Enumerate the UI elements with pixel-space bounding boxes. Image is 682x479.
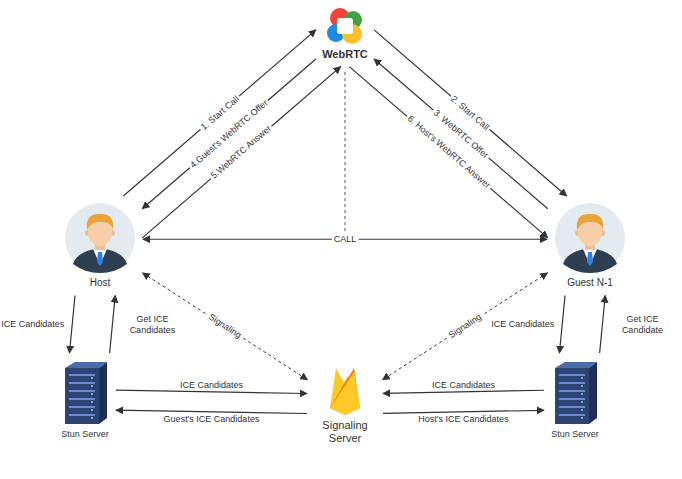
server-led xyxy=(581,401,583,403)
server-led xyxy=(91,385,93,387)
server-slot xyxy=(69,398,95,400)
node-label: Guest N-1 xyxy=(567,277,613,289)
edge-label: Signaling xyxy=(205,311,245,342)
server-slot xyxy=(559,414,585,416)
server-led xyxy=(581,417,583,419)
logo-center xyxy=(337,18,353,34)
node-label: WebRTC xyxy=(322,48,368,61)
node-label: Stun Server xyxy=(551,429,599,439)
avatar-suit xyxy=(563,248,617,273)
edge-label: Host's ICE Candidates xyxy=(416,414,510,424)
flow-arrow xyxy=(600,295,606,353)
person-icon xyxy=(64,202,136,274)
webrtc-icon xyxy=(326,7,364,45)
edge-label: ICE Candidates xyxy=(0,319,66,329)
node-label: Stun Server xyxy=(61,429,109,439)
guest-person: Guest N-1 xyxy=(550,198,630,293)
webrtc-logo-node: WebRTC xyxy=(318,3,372,65)
avatar-hair xyxy=(577,214,603,230)
server-slot xyxy=(69,374,95,376)
server-led xyxy=(581,385,583,387)
edge-label: Guest's ICE Candidates xyxy=(162,414,262,424)
person-icon xyxy=(554,202,626,274)
avatar-ground xyxy=(65,203,135,273)
server-side xyxy=(99,362,107,424)
server-led xyxy=(581,393,583,395)
edge-label: Get ICE Candidates xyxy=(118,314,186,335)
host-person: Host xyxy=(60,198,140,293)
avatar-shirt xyxy=(93,249,107,265)
server-icon xyxy=(551,360,599,426)
flow-arrow xyxy=(116,390,307,393)
node-label: Signaling Server xyxy=(314,419,376,444)
server-front xyxy=(65,368,99,424)
edge-label: Signaling xyxy=(445,311,485,342)
server-led xyxy=(91,393,93,395)
server-icon xyxy=(61,360,109,426)
edge-label: CALL xyxy=(332,234,359,244)
flow-arrow xyxy=(110,295,116,353)
avatar-hair xyxy=(87,214,113,230)
server-slot xyxy=(559,390,585,392)
stun-server: Stun Server xyxy=(57,356,113,443)
edge-label: Get ICE Candidate xyxy=(608,314,676,335)
edge-label: ICE Candidates xyxy=(430,379,497,389)
server-led xyxy=(91,377,93,379)
server-led xyxy=(581,409,583,411)
server-led xyxy=(91,409,93,411)
flame-front xyxy=(330,368,360,415)
webrtc-call-link xyxy=(345,72,346,234)
server-side xyxy=(589,362,597,424)
avatar-suit xyxy=(73,248,127,273)
server-slot xyxy=(69,414,95,416)
signaling-server: Signaling Server xyxy=(310,360,380,448)
firebase-icon xyxy=(325,364,365,416)
node-label: Host xyxy=(90,277,111,289)
server-led xyxy=(581,377,583,379)
stun-server: Stun Server xyxy=(547,356,603,443)
flow-arrow xyxy=(142,67,340,238)
server-slot xyxy=(559,382,585,384)
flow-arrow xyxy=(374,59,548,209)
edge-label: ICE Candidates xyxy=(178,380,245,390)
flow-arrow xyxy=(142,59,316,209)
server-slot xyxy=(559,374,585,376)
server-slot xyxy=(69,382,95,384)
server-front xyxy=(555,368,589,424)
avatar-tie xyxy=(587,252,593,266)
edge-label: ICE Candidates xyxy=(489,319,556,329)
flow-arrow xyxy=(383,390,544,393)
flow-arrow xyxy=(559,295,565,353)
edge-label: 5.WebRTC Answer xyxy=(208,122,275,182)
server-slot xyxy=(69,406,95,408)
flame-light xyxy=(330,372,360,415)
flow-arrow xyxy=(349,67,547,238)
flow-arrow xyxy=(69,295,75,353)
server-slot xyxy=(559,406,585,408)
avatar-shirt xyxy=(583,249,597,265)
server-led xyxy=(91,417,93,419)
server-slot xyxy=(559,398,585,400)
avatar-tie xyxy=(97,252,103,266)
edge-label: 3. WebRTC Offer xyxy=(430,106,492,162)
server-slot xyxy=(69,390,95,392)
server-led xyxy=(91,401,93,403)
avatar-ground xyxy=(555,203,625,273)
